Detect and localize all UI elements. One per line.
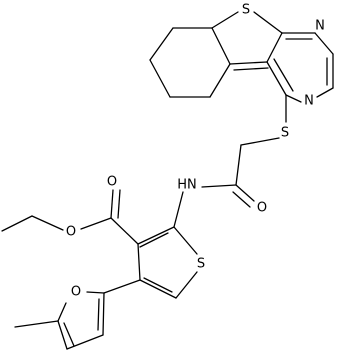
- fused-thiophene-ring: [211, 11, 283, 71]
- oxygen-atom-label: O: [71, 285, 81, 300]
- oxygen-atom-label: O: [66, 225, 76, 240]
- thioacetamide-linker: [173, 94, 287, 228]
- oxygen-atom-label: O: [257, 201, 267, 216]
- methylfuran-ring: [14, 279, 141, 350]
- pyrimidine-ring: [266, 32, 334, 103]
- nitrogen-atom-label: N: [304, 94, 314, 109]
- sulfur-atom-label: S: [197, 257, 205, 272]
- sulfur-atom-label: S: [281, 126, 289, 141]
- oxygen-atom-label: O: [107, 175, 117, 190]
- nitrogen-atom-label: HN: [177, 178, 197, 193]
- cyclohexane-ring: [149, 27, 231, 98]
- nitrogen-atom-label: N: [315, 19, 325, 34]
- ethyl-ester-group: [1, 189, 139, 245]
- sulfur-atom-label: S: [242, 3, 250, 18]
- thiophene-ring: [137, 226, 198, 299]
